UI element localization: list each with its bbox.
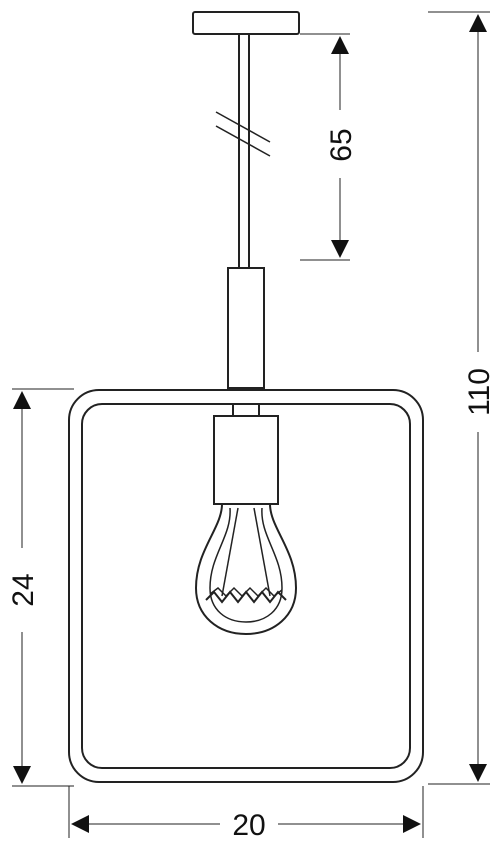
outer-frame <box>68 389 424 783</box>
arrow-left-icon <box>71 815 89 833</box>
inner-frame <box>81 403 411 769</box>
total-height-label: 110 <box>463 368 496 416</box>
socket-neck <box>232 403 260 417</box>
total-height-dimension: 110 <box>428 11 496 785</box>
suspension-rod <box>238 34 250 268</box>
bulb-socket <box>213 415 279 505</box>
arrow-down-icon <box>469 764 487 782</box>
arrow-right-icon <box>403 815 421 833</box>
rod-connector <box>227 267 265 389</box>
cable-length-label: 65 <box>325 128 358 161</box>
arrow-down-icon <box>13 766 31 784</box>
arrow-down-icon <box>331 240 349 258</box>
bulb-filament <box>205 590 287 604</box>
rod-break-mark <box>215 111 271 157</box>
light-bulb-icon <box>194 503 298 636</box>
shade-height-dimension: 24 <box>7 388 74 787</box>
shade-height-label: 24 <box>7 573 40 606</box>
shade-width-dimension: 20 <box>68 786 424 842</box>
ceiling-canopy <box>192 11 300 35</box>
arrow-up-icon <box>469 14 487 32</box>
arrow-up-icon <box>13 391 31 409</box>
shade-width-label: 20 <box>232 809 265 842</box>
cable-length-dimension: 65 <box>300 33 358 261</box>
arrow-up-icon <box>331 36 349 54</box>
